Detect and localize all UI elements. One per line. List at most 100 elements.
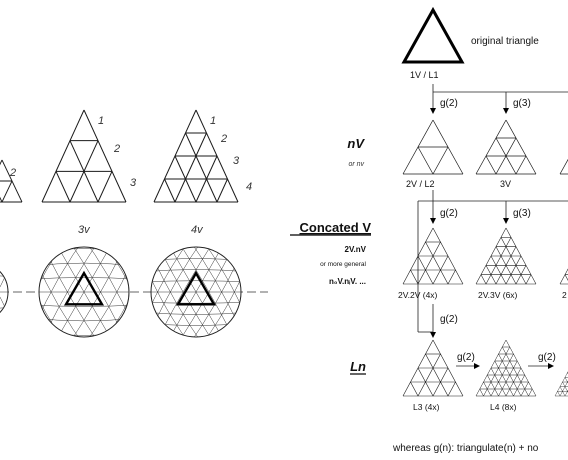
- mesh-edge: [490, 367, 507, 397]
- mesh-edge: [0, 196, 3, 203]
- label-4v: 4v: [191, 224, 204, 236]
- mesh-edge: [425, 353, 449, 397]
- label-1v-l1: 1V / L1: [410, 70, 439, 80]
- footnote: whereas g(n): triangulate(n) + no: [392, 443, 539, 454]
- arrow-g2-row3: [430, 332, 436, 338]
- sphere-mesh-edge: [0, 258, 14, 262]
- mesh-edge: [97, 171, 113, 203]
- heading-ln: Ln: [350, 359, 366, 374]
- heading-concated-v: Concated V: [299, 220, 371, 235]
- sphere-mesh-edge: [90, 264, 129, 337]
- triangle-3v-small: [475, 119, 537, 175]
- label-2v3v: 2V.3V (6x): [478, 290, 518, 300]
- mesh-edge: [55, 171, 71, 203]
- sphere-mesh-edge: [56, 247, 112, 337]
- subheading-2v-nv: 2V.nV: [345, 245, 367, 254]
- sphere-mesh-edge: [39, 264, 78, 337]
- mesh-edge: [559, 386, 566, 397]
- triangle-l3: [402, 339, 464, 397]
- heading-nv: nV: [347, 136, 365, 151]
- triangle-l4: [475, 339, 537, 397]
- arrow-l3-l4: [474, 363, 480, 369]
- sphere-mesh-edge: [151, 247, 198, 324]
- subheading-or-nv: or nv: [348, 161, 364, 168]
- mesh-edge: [195, 109, 239, 203]
- mesh-edge: [432, 119, 464, 175]
- mesh-edge: [505, 255, 522, 285]
- sphere-mesh-edge: [0, 225, 14, 233]
- sphere-mesh-edge: [238, 285, 241, 337]
- triangle-3v: [41, 109, 127, 203]
- sphere-mesh-edge: [194, 247, 241, 324]
- sphere-mesh-edge: [247, 290, 301, 384]
- sphere-mesh-edge: [168, 247, 224, 337]
- label-2v-l2: 2V / L2: [406, 179, 435, 189]
- mesh-edge: [495, 137, 517, 175]
- sphere-mesh-edge: [0, 352, 14, 360]
- arrow-g3-row2: [503, 218, 509, 224]
- mesh-edge: [174, 132, 207, 203]
- mesh-edge: [417, 241, 441, 285]
- sphere-mesh-edge: [177, 250, 232, 337]
- original-triangle: [401, 6, 465, 64]
- mesh-edge: [41, 109, 85, 203]
- sphere-mesh-edge: [142, 236, 250, 242]
- sphere-mesh-edge: [194, 260, 241, 337]
- sphere-mesh-edge: [39, 247, 89, 327]
- label-g2-l3-l4: g(2): [457, 352, 475, 363]
- sphere-mesh-edge: [30, 369, 138, 379]
- sphere-mesh-edge: [90, 247, 129, 320]
- sphere-mesh-edge: [39, 247, 78, 320]
- edge-number-3v-3: 3: [130, 177, 137, 189]
- mesh-edge: [559, 268, 568, 285]
- sphere-mesh-edge: [30, 382, 138, 393]
- triangle-4v: [153, 109, 239, 203]
- mesh-edge: [216, 178, 228, 203]
- sphere-mesh-edge: [142, 352, 250, 360]
- triangle-2v: [402, 119, 464, 175]
- mesh-edge: [500, 237, 527, 285]
- sphere-mesh-edge: [177, 247, 232, 334]
- mesh-edge: [562, 381, 568, 393]
- sphere-mesh-edge: [151, 260, 198, 337]
- triangle-2v-3v: [475, 227, 537, 285]
- mesh-edge: [513, 374, 525, 397]
- mesh-edge: [432, 339, 464, 397]
- triangle-partial-row2: [559, 268, 568, 285]
- mesh-edge: [69, 140, 99, 203]
- label-2v2v: 2V.2V (4x): [398, 290, 438, 300]
- sphere-mesh-edge: [30, 205, 138, 215]
- label-g2-l4-l5: g(2): [538, 352, 556, 363]
- sphere-highlight-triangle: [175, 270, 217, 306]
- label-l3: L3 (4x): [413, 402, 440, 412]
- mesh-edge: [483, 381, 492, 397]
- sphere-mesh-edge: [247, 200, 301, 294]
- mesh-edge: [475, 119, 507, 175]
- mesh-edge: [559, 158, 568, 175]
- edge-number-4v-4: 4: [246, 181, 252, 193]
- mesh-edge: [185, 132, 218, 203]
- mesh-edge: [447, 381, 456, 397]
- label-partial-2: 2: [562, 290, 567, 300]
- mesh-edge: [417, 353, 441, 397]
- mesh-edge: [505, 119, 537, 175]
- mesh-edge: [417, 255, 434, 285]
- mesh-edge: [432, 227, 464, 285]
- label-g3-row1: g(3): [513, 98, 531, 109]
- mesh-edge: [479, 388, 484, 397]
- mesh-edge: [528, 388, 533, 397]
- label-g2-row1: g(2): [440, 98, 458, 109]
- edge-number-4v-1: 1: [210, 115, 216, 127]
- sphere-mesh-edge: [151, 280, 241, 283]
- mesh-edge: [515, 155, 527, 175]
- sphere-mesh-edge: [142, 372, 250, 382]
- sphere-mesh-edge: [238, 247, 241, 299]
- label-g2-row3: g(2): [440, 314, 458, 325]
- mesh-edge: [505, 227, 537, 285]
- mesh-edge: [487, 374, 499, 397]
- mesh-edge: [494, 360, 514, 397]
- mesh-edge: [485, 155, 497, 175]
- mesh-edge: [502, 346, 529, 397]
- sphere-mesh-edge: [30, 343, 138, 349]
